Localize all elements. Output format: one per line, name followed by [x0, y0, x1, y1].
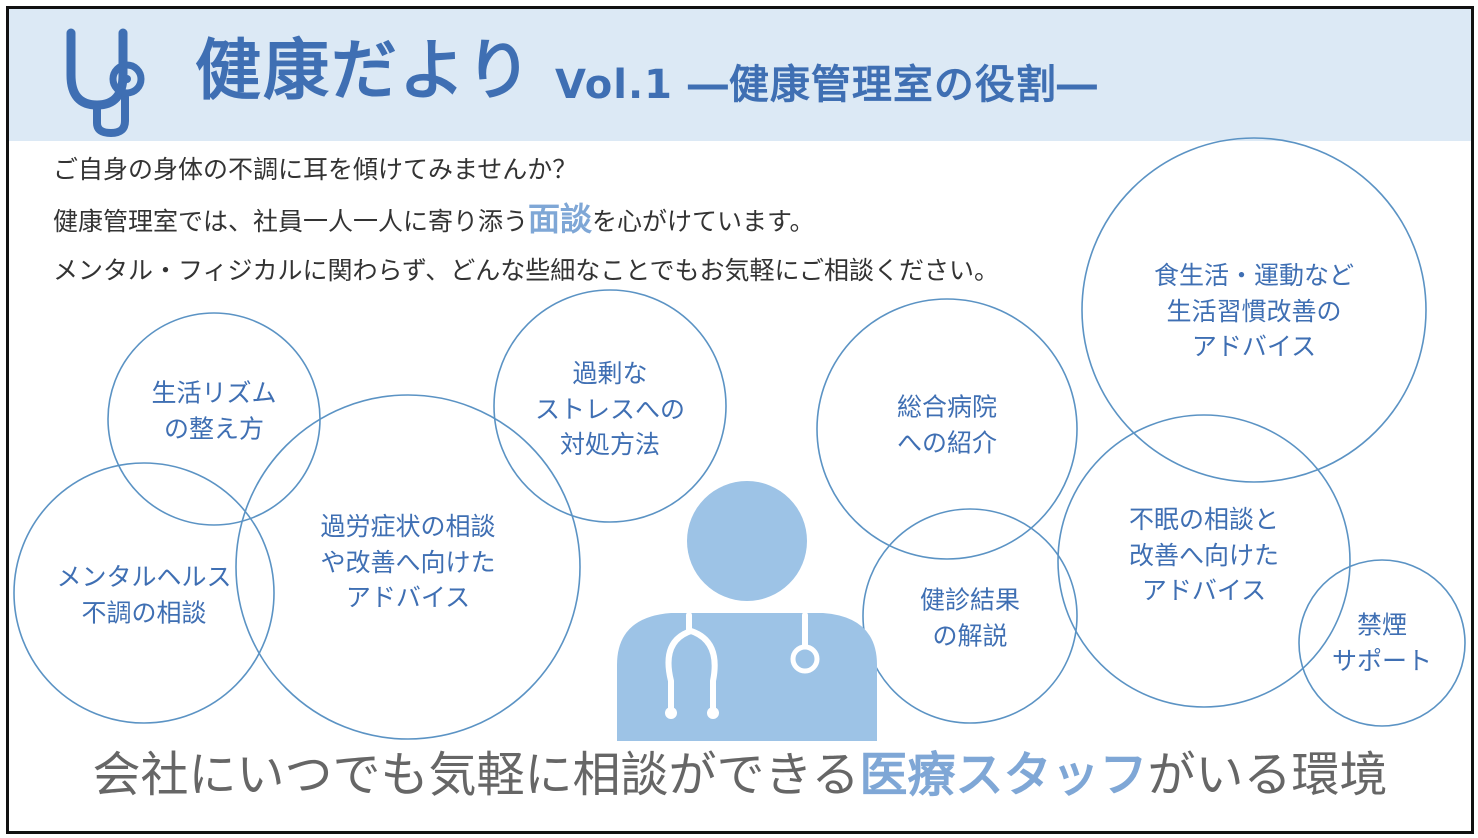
- topic-circle-stress: [493, 289, 727, 523]
- intro-line-2-start: 健康管理室では、社員一人一人に寄り添う: [53, 207, 529, 236]
- topic-label-overwork: 過労症状の相談や改善へ向けたアドバイス: [320, 511, 496, 612]
- topic-label-stress: 過剰なストレスへの対処方法: [534, 358, 686, 459]
- intro-line-2: 健康管理室では、社員一人一人に寄り添う面談を心がけています。: [53, 199, 815, 241]
- doctor-icon: [617, 481, 877, 741]
- topic-label-referral: 総合病院への紹介: [896, 392, 998, 458]
- topic-circle-checkup: [862, 508, 1078, 724]
- topic-circle-lifestyle: [1081, 137, 1427, 483]
- intro-line-3: メンタル・フィジカルに関わらず、どんな些細なことでもお気軽にご相談ください。: [53, 256, 1000, 285]
- topic-circle-insomnia: [1057, 414, 1351, 708]
- interview-highlight: 面談: [528, 200, 593, 238]
- topic-circle-smoking: [1298, 559, 1466, 727]
- topic-label-lifestyle: 食生活・運動など生活習慣改善のアドバイス: [1153, 260, 1355, 361]
- topic-label-mental: メンタルヘルス不調の相談: [56, 562, 232, 628]
- stethoscope-icon: [66, 28, 145, 138]
- topic-label-insomnia: 不眠の相談と改善へ向けたアドバイス: [1128, 504, 1280, 605]
- topic-label-smoking: 禁煙サポート: [1331, 610, 1433, 676]
- topic-circle-mental: [13, 462, 275, 724]
- newsletter-title: 健康だより: [195, 32, 534, 109]
- footer-message: 会社にいつでも気軽に相談ができる医療スタッフがいる環境: [9, 744, 1471, 806]
- topic-label-rhythm: 生活リズムの整え方: [151, 378, 277, 444]
- footer-message-start: 会社にいつでも気軽に相談ができる: [92, 747, 860, 803]
- intro-line-1: ご自身の身体の不調に耳を傾けてみませんか？: [53, 155, 578, 184]
- footer-message-end: がいる環境: [1147, 747, 1388, 803]
- topic-circle-overwork: [235, 394, 581, 740]
- medical-staff-highlight: 医療スタッフ: [859, 747, 1148, 803]
- header-band: 健康だより Vol.1 ―健康管理室の役割―: [9, 9, 1471, 141]
- intro-line-2-end: を心がけています。: [592, 207, 815, 236]
- topic-label-checkup: 健診結果の解説: [919, 585, 1021, 651]
- topic-circles: [13, 137, 1466, 740]
- newsletter-frame: 健康だより Vol.1 ―健康管理室の役割― ご自身の身体の不調に耳を傾けてみま…: [6, 6, 1474, 834]
- topic-circle-referral: [816, 298, 1078, 560]
- newsletter-subtitle: Vol.1 ―健康管理室の役割―: [555, 62, 1098, 108]
